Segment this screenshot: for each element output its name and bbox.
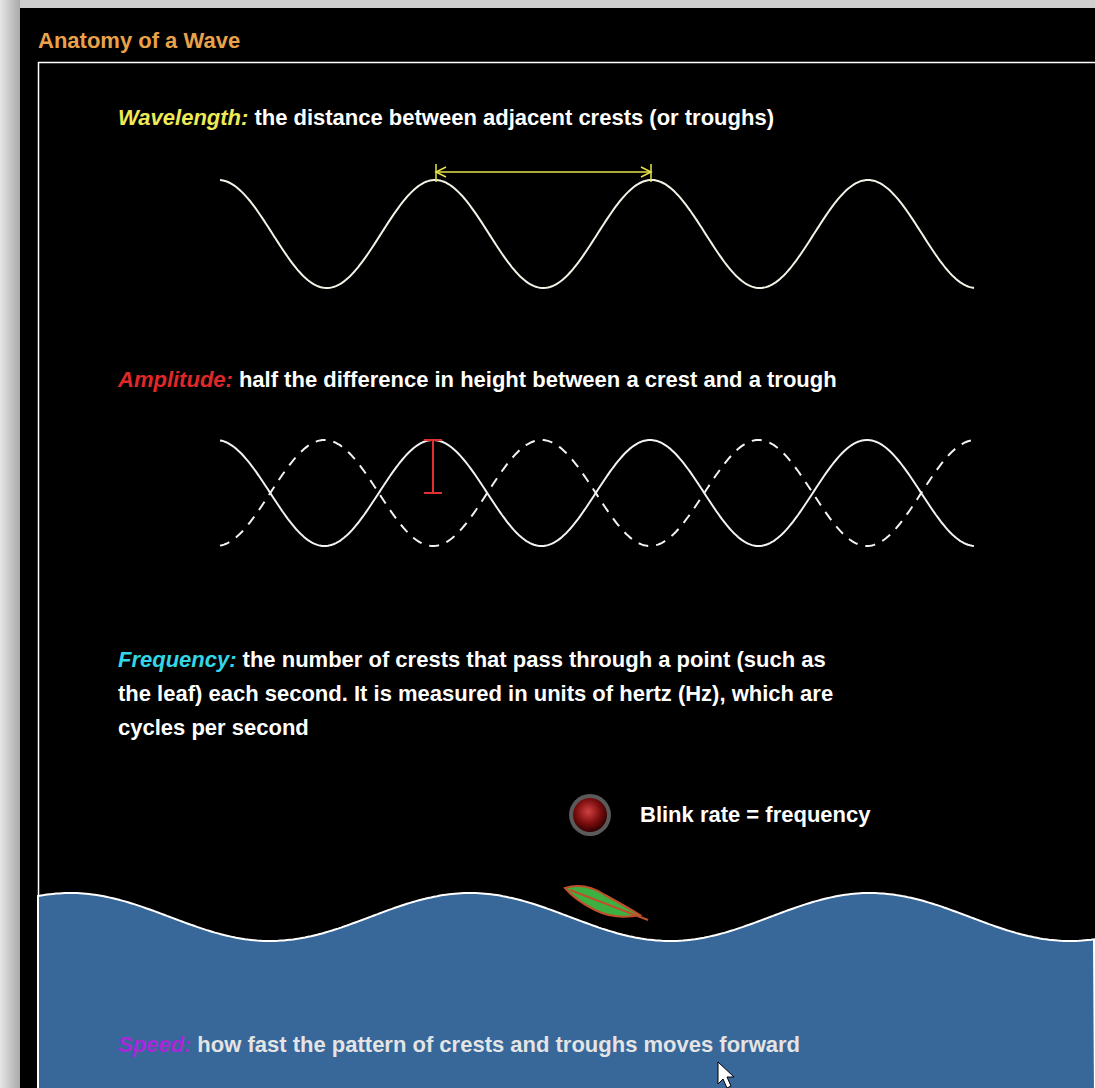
title: Anatomy of a Wave (38, 28, 240, 54)
wave-curve (220, 440, 974, 546)
blink-lamp-rim (569, 794, 611, 836)
term-label: Amplitude: (118, 367, 233, 392)
term-label: Wavelength: (118, 105, 248, 130)
text-block: Speed:how fast the pattern of crests and… (118, 1028, 1078, 1062)
leaf (565, 886, 648, 920)
definition-text: the distance between adjacent crests (or… (254, 105, 774, 130)
term-label: Speed: (118, 1032, 191, 1057)
text-block: Frequency:the number of crests that pass… (118, 643, 848, 745)
wave-curve (220, 180, 974, 288)
definition-text: how fast the pattern of crests and troug… (197, 1032, 800, 1057)
text-block: Wavelength:the distance between adjacent… (118, 101, 1078, 135)
definition-text: half the difference in height between a … (239, 367, 837, 392)
window-frame (0, 0, 20, 1088)
water (38, 893, 1095, 1088)
amplitude-marker (424, 440, 442, 493)
text-block: Blink rate = frequency (640, 798, 1060, 832)
panel-border (39, 63, 1095, 1088)
wavelength-arrow (436, 164, 651, 182)
lamp-caption: Blink rate = frequency (640, 802, 870, 827)
mouse-cursor (718, 1062, 734, 1088)
inverted-wave-curve (220, 440, 974, 546)
text-block: Amplitude:half the difference in height … (118, 363, 1088, 397)
blink-lamp (573, 798, 607, 832)
term-label: Frequency: (118, 647, 237, 672)
window-frame (0, 0, 1095, 8)
